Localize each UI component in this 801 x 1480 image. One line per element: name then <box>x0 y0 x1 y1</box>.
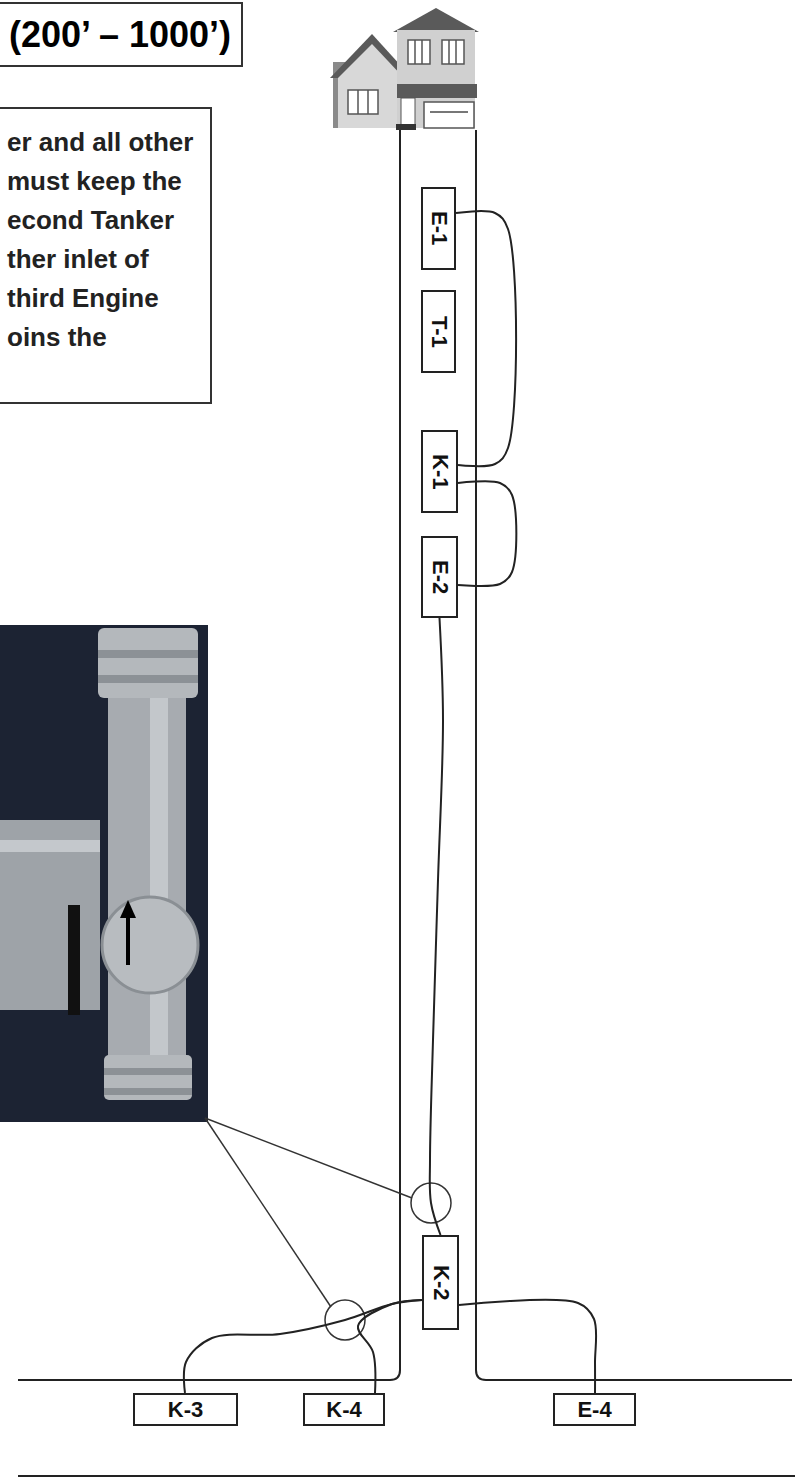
engine-box: E-4 <box>553 1393 636 1426</box>
unit-label: E-2 <box>429 560 451 594</box>
wye-photo <box>126 915 130 965</box>
wye-marker <box>411 1183 451 1223</box>
engine-box: E-1 <box>421 187 456 270</box>
house-icon <box>397 30 475 128</box>
house-icon <box>348 90 378 114</box>
house-icon <box>421 40 423 64</box>
wye-photo <box>120 900 136 918</box>
wye-photo <box>0 840 100 852</box>
house-icon <box>455 40 457 64</box>
wye-photo <box>68 905 80 1015</box>
unit-label: K-4 <box>326 1399 361 1421</box>
engine-box: E-2 <box>421 536 458 618</box>
wye-photo <box>98 628 198 698</box>
leader-line <box>205 1118 412 1307</box>
house-icon <box>414 40 416 64</box>
leader-line <box>205 1118 331 1307</box>
house-icon <box>393 8 479 32</box>
hose-line <box>184 1300 422 1393</box>
house-icon <box>357 90 359 114</box>
wye-photo <box>98 675 198 683</box>
house-icon <box>338 44 404 78</box>
leader-line <box>205 1118 412 1198</box>
tanker-box: K-1 <box>421 430 458 513</box>
hose-line <box>456 211 516 466</box>
wye-photo <box>104 1068 192 1075</box>
house-icon <box>367 90 369 114</box>
house-icon <box>442 40 464 64</box>
house-icon <box>397 84 477 98</box>
driveway-edge <box>476 130 792 1380</box>
wye-photo <box>104 1088 192 1095</box>
house-icon <box>448 40 450 64</box>
unit-label: K-1 <box>429 454 451 489</box>
house-icon <box>396 124 416 130</box>
wye-photo <box>98 650 198 658</box>
tanker-box: K-3 <box>133 1393 238 1426</box>
note-text: er and all other must keep the econd Tan… <box>7 123 210 357</box>
wye-photo <box>104 1055 192 1100</box>
note-box: er and all other must keep the econd Tan… <box>0 107 212 404</box>
house-icon <box>424 102 474 128</box>
unit-label: K-3 <box>168 1399 203 1421</box>
title-text: (200’ – 1000’) <box>9 14 231 56</box>
hose-line <box>358 1300 422 1393</box>
house-icon <box>408 40 430 64</box>
title-box: (200’ – 1000’) <box>0 2 243 67</box>
unit-label: T-1 <box>428 316 450 348</box>
wye-photo <box>0 820 100 1010</box>
wye-photo <box>0 625 208 1122</box>
hose-line <box>459 1300 596 1393</box>
unit-label: E-4 <box>577 1399 611 1421</box>
tanker-box: K-4 <box>303 1393 385 1426</box>
road-edge <box>18 1475 795 1477</box>
house-icon <box>430 111 468 113</box>
house-icon <box>330 8 479 130</box>
road-edge <box>18 1475 795 1477</box>
house-icon <box>338 78 400 128</box>
unit-label: K-2 <box>430 1265 452 1300</box>
house-icon <box>401 98 415 126</box>
wye-photo <box>102 897 198 993</box>
tanker-box: T-1 <box>421 290 456 373</box>
wye-photo <box>150 698 168 1058</box>
hose-line <box>458 481 516 586</box>
wye-photo <box>102 897 198 993</box>
unit-label: E-1 <box>428 211 450 245</box>
tanker-box: K-2 <box>422 1235 459 1330</box>
hose-line <box>430 618 443 1235</box>
wye-photo <box>0 625 208 1122</box>
wye-photo <box>108 698 186 1058</box>
wye-marker <box>325 1300 365 1340</box>
